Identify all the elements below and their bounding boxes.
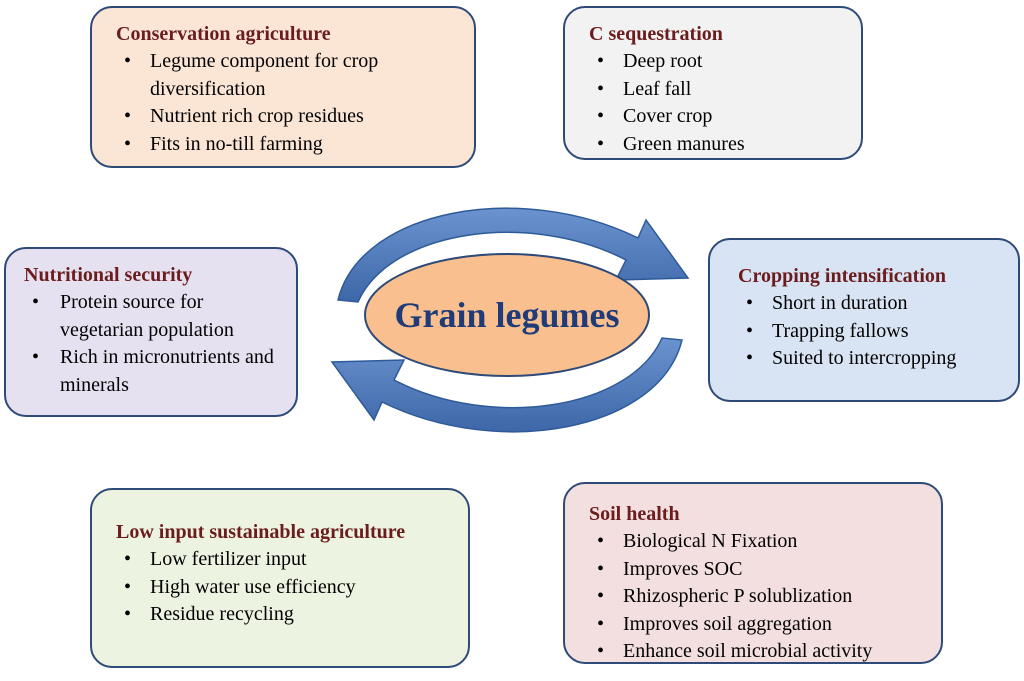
list-item: Suited to intercropping	[732, 345, 1002, 373]
list-item: Enhance soil microbial activity	[583, 638, 925, 666]
list-item: Fits in no-till farming	[110, 131, 458, 159]
list-item: Rich in micronutrients and minerals	[18, 344, 280, 399]
box-title: Low input sustainable agriculture	[116, 521, 406, 543]
list-item: Cover crop	[583, 103, 845, 131]
soil-health-box: Soil health Biological N Fixation Improv…	[563, 482, 943, 666]
list-item: Legume component for crop diversificatio…	[110, 48, 458, 103]
box-title: Conservation agriculture	[116, 23, 331, 45]
list-item: Improves SOC	[583, 556, 925, 584]
box-title: Soil health	[589, 503, 680, 525]
bullet-list: Protein source for vegetarian population…	[18, 289, 280, 399]
cycle-arrow-top	[337, 207, 690, 303]
list-item: Low fertilizer input	[110, 546, 452, 574]
box-title: C sequestration	[589, 23, 723, 45]
cycle-diagram	[330, 207, 690, 433]
list-item: Biological N Fixation	[583, 528, 925, 556]
center-ellipse	[364, 253, 650, 377]
list-item: Improves soil aggregation	[583, 611, 925, 639]
list-item: Protein source for vegetarian population	[18, 289, 280, 344]
list-item: Rhizospheric P solublization	[583, 583, 925, 611]
bullet-list: Biological N Fixation Improves SOC Rhizo…	[583, 528, 925, 666]
list-item: Short in duration	[732, 290, 1002, 318]
list-item: Green manures	[583, 131, 845, 159]
low-input-agriculture-box: Low input sustainable agriculture Low fe…	[90, 488, 470, 668]
conservation-agriculture-box: Conservation agriculture Legume componen…	[90, 6, 476, 168]
cycle-arrow-bottom	[330, 337, 683, 433]
list-item: Leaf fall	[583, 76, 845, 104]
bullet-list: Short in duration Trapping fallows Suite…	[732, 290, 1002, 373]
bullet-list: Low fertilizer input High water use effi…	[110, 546, 452, 629]
bullet-list: Legume component for crop diversificatio…	[110, 48, 458, 158]
list-item: Nutrient rich crop residues	[110, 103, 458, 131]
box-title: Cropping intensification	[738, 265, 946, 287]
nutritional-security-box: Nutritional security Protein source for …	[4, 247, 298, 417]
box-title: Nutritional security	[24, 264, 193, 286]
list-item: High water use efficiency	[110, 574, 452, 602]
bullet-list: Deep root Leaf fall Cover crop Green man…	[583, 48, 845, 158]
c-sequestration-box: C sequestration Deep root Leaf fall Cove…	[563, 6, 863, 160]
center-title: Grain legumes	[394, 295, 620, 335]
cropping-intensification-box: Cropping intensification Short in durati…	[708, 238, 1020, 402]
list-item: Trapping fallows	[732, 318, 1002, 346]
list-item: Residue recycling	[110, 601, 452, 629]
list-item: Deep root	[583, 48, 845, 76]
